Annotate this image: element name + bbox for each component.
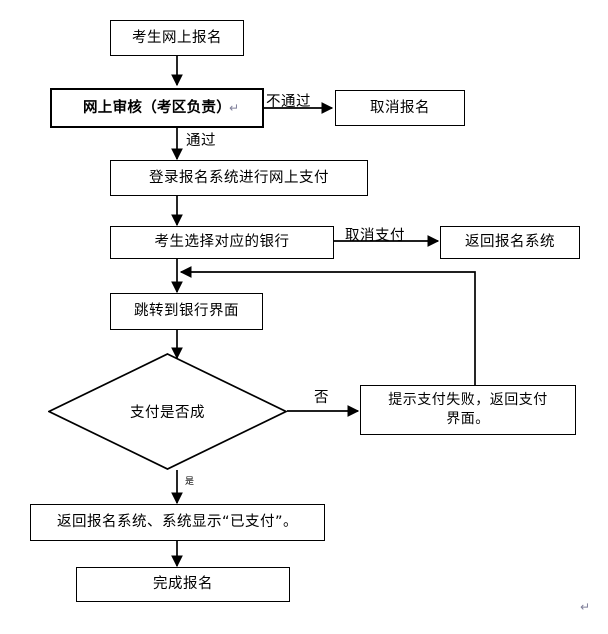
node-review: 网上审核（考区负责） bbox=[50, 88, 264, 128]
node-payment-decision: 支付是否成 bbox=[47, 353, 288, 470]
node-login-online-payment: 登录报名系统进行网上支付 bbox=[110, 160, 368, 196]
node-review-label: 网上审核（考区负责） bbox=[83, 99, 231, 116]
node-return-to-system: 返回报名系统 bbox=[440, 226, 580, 259]
node-bank-page-label: 跳转到银行界面 bbox=[134, 303, 239, 320]
node-bank-page: 跳转到银行界面 bbox=[110, 293, 263, 330]
node-finish-label: 完成报名 bbox=[153, 576, 213, 593]
node-login-online-payment-label: 登录报名系统进行网上支付 bbox=[149, 169, 329, 186]
edge-label-yes: 是 bbox=[185, 477, 195, 487]
node-select-bank-label: 考生选择对应的银行 bbox=[154, 234, 290, 251]
node-paid-status-label: 返回报名系统、系统显示“已支付”。 bbox=[56, 514, 299, 531]
node-apply-label: 考生网上报名 bbox=[132, 29, 222, 46]
node-cancel-registration: 取消报名 bbox=[335, 90, 465, 126]
node-payment-failed-line1: 提示支付失败，返回支付 bbox=[388, 392, 548, 409]
node-apply: 考生网上报名 bbox=[110, 20, 244, 56]
edge-label-not-pass: 不通过 bbox=[266, 94, 311, 110]
decision-diamond-shape bbox=[47, 353, 288, 470]
node-cancel-registration-label: 取消报名 bbox=[370, 99, 430, 116]
node-select-bank: 考生选择对应的银行 bbox=[110, 226, 334, 259]
node-return-to-system-label: 返回报名系统 bbox=[465, 234, 555, 251]
review-pilcrow-icon: ↵ bbox=[229, 101, 240, 115]
node-payment-failed-line2: 界面。 bbox=[446, 411, 490, 427]
node-payment-decision-label: 支付是否成 bbox=[130, 405, 205, 421]
node-finish: 完成报名 bbox=[76, 567, 290, 602]
node-paid-status: 返回报名系统、系统显示“已支付”。 bbox=[30, 504, 325, 541]
node-payment-failed: 提示支付失败，返回支付 界面。 bbox=[360, 385, 576, 435]
page-pilcrow-icon: ↵ bbox=[580, 600, 591, 614]
edge-label-cancel-pay: 取消支付 bbox=[345, 228, 405, 244]
edge-payfailed-return-loop bbox=[179, 266, 476, 385]
edge-label-pass: 通过 bbox=[186, 133, 216, 149]
edge-label-no: 否 bbox=[314, 390, 329, 406]
